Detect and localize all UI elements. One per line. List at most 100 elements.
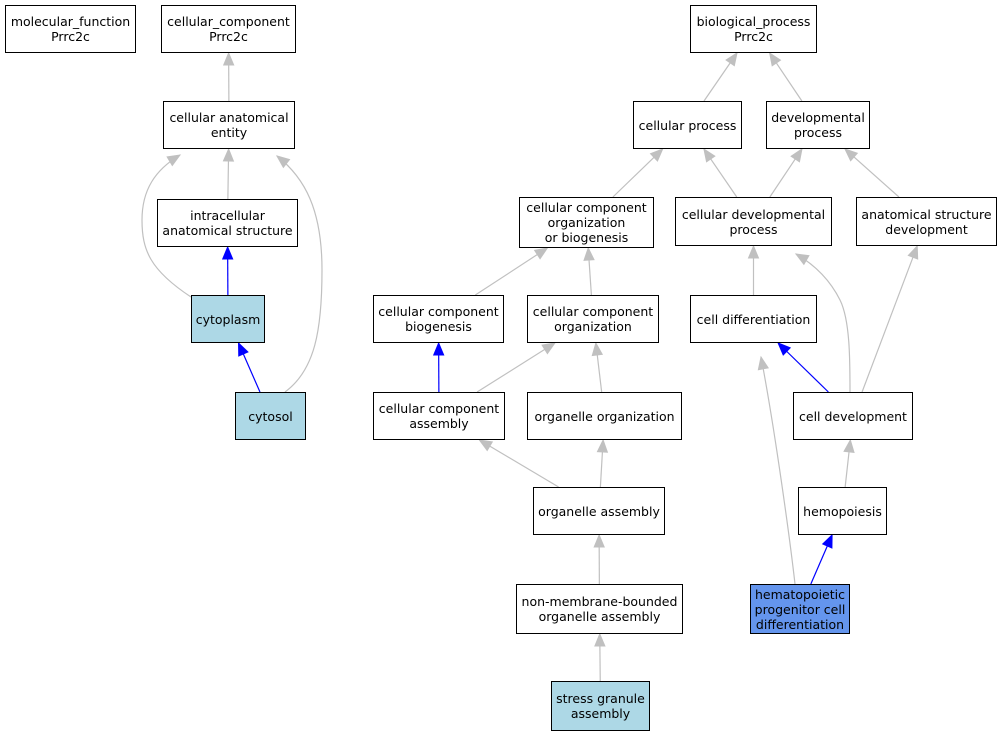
edge-line	[612, 156, 655, 198]
term-node-ccb: cellular component biogenesis	[373, 295, 504, 343]
edge-line	[810, 545, 828, 585]
edge-arrowhead	[747, 244, 760, 259]
edge-arrowhead	[594, 632, 606, 647]
edge-line	[476, 348, 546, 393]
edge-arrowhead	[725, 51, 738, 67]
term-node-nmboa: non-membrane-bounded organelle assembly	[516, 584, 683, 634]
edge-line	[775, 62, 803, 102]
edge-arrowhead	[222, 147, 235, 162]
edge-cca-to-ccb	[432, 341, 445, 393]
term-node-oa: organelle assembly	[533, 487, 665, 535]
edge-arrowhead	[649, 148, 664, 162]
edge-line	[227, 160, 230, 200]
edge-cytosol-to-cyto	[237, 341, 261, 393]
edge-cytosol-to-cae	[275, 155, 323, 393]
term-node-sga: stress granule assembly	[551, 681, 650, 731]
term-node-mf: molecular_function Prrc2c	[5, 5, 136, 53]
term-node-cdiff: cell differentiation	[690, 295, 817, 343]
edge-line	[588, 259, 592, 296]
edge-dp-to-bp	[768, 51, 803, 102]
term-node-cae: cellular anatomical entity	[163, 101, 295, 149]
edge-arrowhead	[432, 341, 445, 356]
edge-cca-to-cco	[476, 342, 556, 393]
edge-hpcd-to-cdiff	[757, 355, 796, 585]
edge-arrowhead	[703, 147, 716, 163]
edge-arrowhead	[777, 342, 792, 356]
edge-arrowhead	[593, 533, 605, 548]
edge-arrowhead	[275, 155, 291, 169]
edge-arrowhead	[583, 246, 595, 261]
edge-cdev-to-cdp	[794, 253, 851, 393]
edge-line	[489, 445, 559, 488]
edge-line	[474, 254, 538, 296]
edge-nmboa-to-oa	[593, 533, 605, 585]
edge-line	[710, 158, 738, 198]
term-node-oo: organelle organization	[527, 392, 682, 440]
edge-arrowhead	[757, 355, 770, 371]
term-node-cca: cellular component assembly	[373, 392, 505, 440]
edge-asd-to-dp	[844, 148, 900, 198]
term-node-dp: developmental process	[766, 101, 870, 149]
edge-arrowhead	[237, 341, 249, 357]
edge-arrowhead	[790, 147, 803, 163]
edge-ccb-to-ccob	[474, 247, 549, 296]
edge-line	[596, 354, 603, 393]
edge-cco-to-ccob	[583, 246, 595, 296]
term-node-cco: cellular component organization	[527, 295, 659, 343]
edge-arrowhead	[907, 244, 919, 260]
edge-cdp-to-dp	[769, 147, 803, 198]
edge-arrowhead	[222, 51, 235, 66]
term-node-hemo: hemopoiesis	[798, 487, 887, 535]
term-node-cc: cellular_component Prrc2c	[161, 5, 296, 53]
edge-line	[242, 353, 261, 393]
edge-arrowhead	[844, 148, 859, 162]
edge-line	[795, 253, 851, 393]
edge-cyto-to-ias	[221, 245, 234, 296]
edge-line	[141, 154, 192, 298]
term-node-cyto: cytoplasm	[191, 295, 265, 343]
edge-oa-to-cca	[478, 439, 559, 488]
edge-oa-to-oo	[596, 438, 609, 488]
edge-cdp-to-cp	[703, 147, 738, 198]
edge-line	[769, 158, 796, 198]
edge-arrowhead	[591, 341, 604, 357]
edge-ias-to-cae	[222, 147, 235, 200]
edge-hpcd-to-hemo	[810, 533, 833, 585]
edge-arrowhead	[596, 438, 609, 453]
edge-line	[599, 451, 604, 488]
edge-cdev-to-asd	[861, 244, 919, 393]
edge-line	[703, 62, 731, 102]
edge-arrowhead	[821, 533, 833, 549]
edge-line	[844, 451, 850, 488]
term-node-ias: intracellular anatomical structure	[157, 199, 298, 247]
edge-cyto-to-cae	[141, 154, 192, 298]
term-node-cdev: cell development	[793, 392, 913, 440]
term-node-cytosol: cytosol	[235, 392, 306, 440]
edge-cae-to-cc	[222, 51, 235, 102]
edge-arrowhead	[768, 51, 782, 67]
edge-cdev-to-cdiff	[777, 342, 829, 393]
edge-line	[786, 350, 829, 393]
edge-line	[853, 156, 900, 198]
edge-arrowhead	[541, 342, 556, 355]
term-node-cdp: cellular developmental process	[675, 197, 832, 246]
edge-arrowhead	[533, 247, 549, 260]
edge-sga-to-nmboa	[594, 632, 606, 682]
edge-line	[276, 155, 323, 393]
term-node-hpcd: hematopoietic progenitor cell differenti…	[750, 584, 850, 634]
edge-line	[760, 356, 796, 585]
edge-arrowhead	[221, 245, 234, 260]
term-node-ccob: cellular component organization or bioge…	[519, 197, 654, 248]
term-node-cp: cellular process	[633, 101, 742, 149]
edge-arrowhead	[843, 438, 855, 454]
edge-oo-to-cco	[591, 341, 604, 393]
edge-cdiff-to-cdp	[747, 244, 760, 295]
edge-cp-to-bp	[703, 51, 738, 102]
edge-ccob-to-cp	[612, 148, 664, 198]
term-node-asd: anatomical structure development	[856, 197, 997, 246]
edge-line	[861, 257, 914, 393]
edge-arrowhead	[794, 253, 810, 266]
edge-arrowhead	[166, 154, 182, 167]
